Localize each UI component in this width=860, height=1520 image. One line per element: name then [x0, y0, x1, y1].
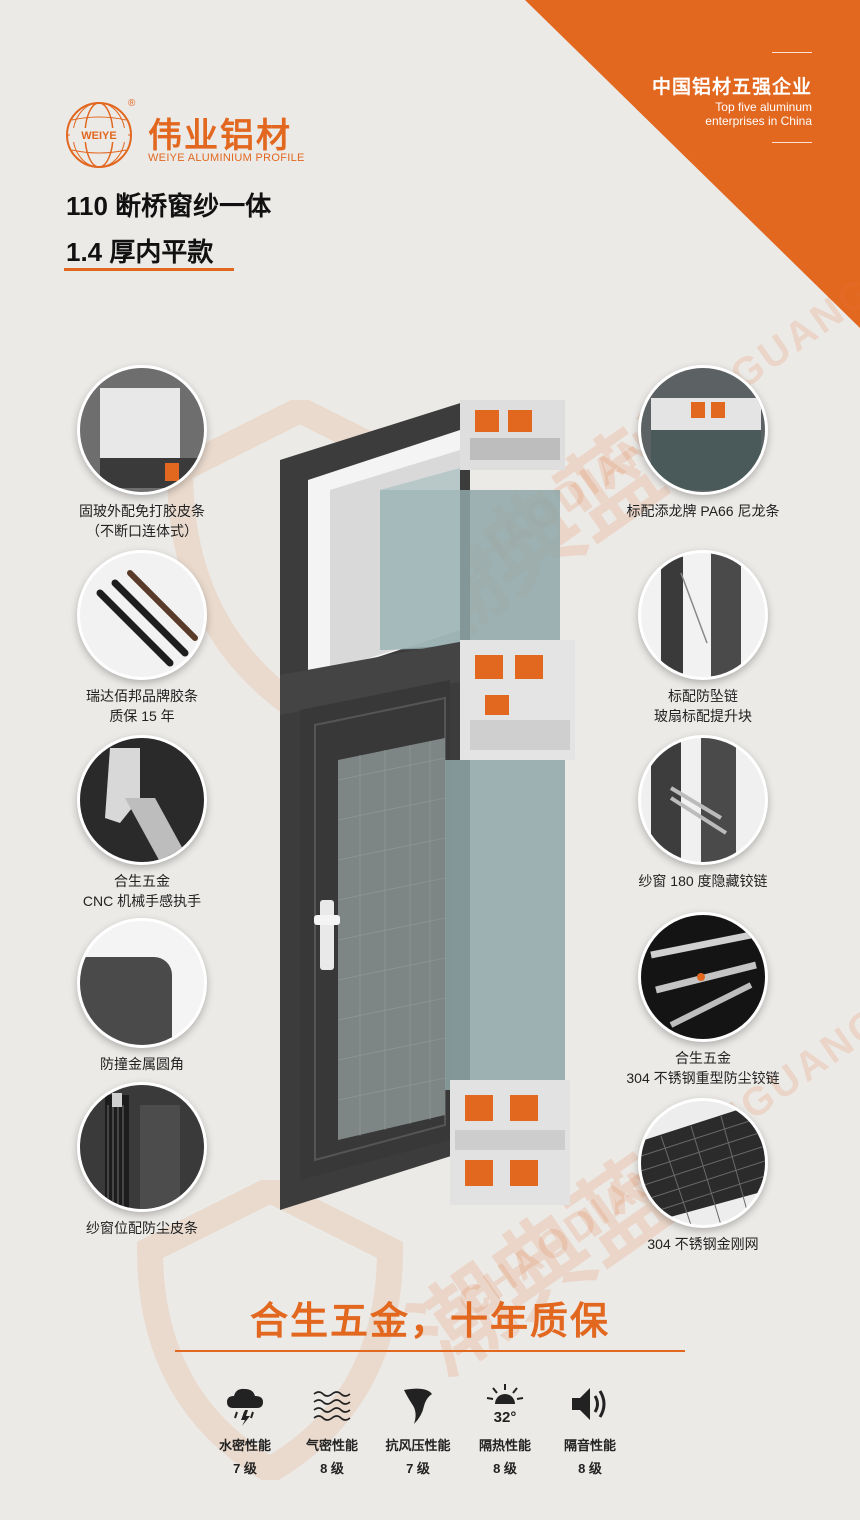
banner-divider-bottom [772, 142, 812, 143]
perf-watertight-name: 水密性能 [218, 1438, 271, 1453]
feature-left-5-caption: 纱窗位配防尘皮条 [27, 1218, 257, 1238]
feature-left-2: 瑞达佰邦品牌胶条 质保 15 年 [27, 550, 257, 726]
perf-watertight-grade: 7 级 [233, 1461, 257, 1476]
window-section-illustration [280, 400, 575, 1210]
waves-icon [313, 1391, 351, 1421]
title-underline [64, 268, 234, 271]
banner-subtitle: Top five aluminum enterprises in China [652, 100, 812, 128]
feature-left-3-line2: CNC 机械手感执手 [82, 893, 202, 909]
slogan: 合生五金，十年质保 [249, 1301, 610, 1343]
feature-left-2-line1: 瑞达佰邦品牌胶条 [86, 688, 198, 704]
feature-right-1-line1: 标配添龙牌 PA66 尼龙条 [626, 503, 780, 519]
sun-thermometer-icon: 32° [486, 1384, 524, 1426]
feature-left-5-line1: 纱窗位配防尘皮条 [86, 1220, 198, 1236]
dust-strip-icon [77, 1082, 207, 1212]
product-title-line1: 110 断桥窗纱一体 [66, 191, 272, 221]
perf-wind-grade: 7 级 [406, 1461, 430, 1476]
logo-name-en: WEIYE ALUMINIUM PROFILE [148, 152, 305, 164]
perf-sound: 隔音性能 8 级 [545, 1382, 635, 1477]
feature-right-4-line2: 304 不锈钢重型防尘铰链 [626, 1070, 780, 1086]
perf-heat: 32° 隔热性能 8 级 [460, 1382, 550, 1477]
feature-left-2-line2: 质保 15 年 [109, 708, 175, 724]
feature-right-3-line1: 纱窗 180 度隐藏铰链 [638, 873, 768, 889]
rubber-strip-icon [77, 550, 207, 680]
feature-left-3: 合生五金 CNC 机械手感执手 [27, 735, 257, 911]
perf-airtight-name: 气密性能 [305, 1438, 358, 1453]
feature-right-4-line1: 合生五金 [675, 1050, 731, 1066]
slogan-underline [175, 1350, 685, 1352]
banner-title: 中国铝材五强企业 [651, 77, 812, 98]
banner-divider-top [772, 52, 812, 53]
watermark-shield-icon-2 [136, 1180, 404, 1480]
perf-airtight-grade: 8 级 [320, 1461, 344, 1476]
logo-name-cn: 伟业铝材 [148, 117, 292, 155]
steel-hinge-icon [638, 912, 768, 1042]
logo-globe-icon: WEIYE [66, 102, 132, 168]
feature-left-1-caption: 固玻外配免打胶皮条 （不断口连体式） [27, 501, 257, 541]
feature-right-3-caption: 纱窗 180 度隐藏铰链 [588, 871, 818, 891]
perf-wind-name: 抗风压性能 [385, 1438, 451, 1453]
perf-wind: 抗风压性能 7 级 [373, 1382, 463, 1477]
feature-left-4: 防撞金属圆角 [27, 918, 257, 1074]
heat-temp-label: 32° [494, 1409, 517, 1426]
banner-subtitle-line2: enterprises in China [705, 114, 812, 128]
safety-chain-icon [638, 550, 768, 680]
feature-right-1: 标配添龙牌 PA66 尼龙条 [588, 365, 818, 521]
feature-right-5: 304 不锈钢金刚网 [588, 1098, 818, 1254]
hidden-hinge-icon [638, 735, 768, 865]
rain-cloud-icon [227, 1388, 263, 1426]
nylon-strip-icon [638, 365, 768, 495]
perf-airtight: 气密性能 8 级 [287, 1382, 377, 1477]
banner-subtitle-line1: Top five aluminum [715, 100, 812, 114]
feature-right-2-line2: 玻扇标配提升块 [654, 708, 752, 724]
feature-right-4-caption: 合生五金 304 不锈钢重型防尘铰链 [588, 1048, 818, 1088]
feature-left-5: 纱窗位配防尘皮条 [27, 1082, 257, 1238]
wind-icon [404, 1388, 432, 1424]
feature-left-3-caption: 合生五金 CNC 机械手感执手 [27, 871, 257, 911]
product-title-line2: 1.4 厚内平款 [66, 237, 214, 267]
feature-left-3-line1: 合生五金 [114, 873, 170, 889]
perf-heat-name: 隔热性能 [478, 1438, 531, 1453]
top-banner [525, 0, 860, 328]
feature-left-4-caption: 防撞金属圆角 [27, 1054, 257, 1074]
rounded-corner-icon [77, 918, 207, 1048]
feature-right-2-line1: 标配防坠链 [668, 688, 738, 704]
speaker-icon [572, 1388, 606, 1420]
feature-left-1-line1: 固玻外配免打胶皮条 [79, 503, 205, 519]
feature-right-4: 合生五金 304 不锈钢重型防尘铰链 [588, 912, 818, 1088]
feature-right-2: 标配防坠链 玻扇标配提升块 [588, 550, 818, 726]
feature-right-5-caption: 304 不锈钢金刚网 [588, 1234, 818, 1254]
feature-left-1-line2: （不断口连体式） [86, 523, 198, 539]
perf-heat-grade: 8 级 [493, 1461, 517, 1476]
feature-left-1: 固玻外配免打胶皮条 （不断口连体式） [27, 365, 257, 541]
feature-right-3: 纱窗 180 度隐藏铰链 [588, 735, 818, 891]
feature-left-4-line1: 防撞金属圆角 [100, 1056, 184, 1072]
logo-globe-text: WEIYE [81, 130, 116, 142]
feature-right-2-caption: 标配防坠链 玻扇标配提升块 [588, 686, 818, 726]
handle-icon [77, 735, 207, 865]
perf-watertight: 水密性能 7 级 [200, 1382, 290, 1477]
feature-left-2-caption: 瑞达佰邦品牌胶条 质保 15 年 [27, 686, 257, 726]
registered-mark: ® [128, 98, 136, 109]
feature-right-1-caption: 标配添龙牌 PA66 尼龙条 [588, 501, 818, 521]
perf-sound-name: 隔音性能 [563, 1438, 616, 1453]
glass-frame-corner-icon [77, 365, 207, 495]
perf-sound-grade: 8 级 [578, 1461, 602, 1476]
feature-right-5-line1: 304 不锈钢金刚网 [647, 1236, 759, 1252]
steel-mesh-icon [638, 1098, 768, 1228]
